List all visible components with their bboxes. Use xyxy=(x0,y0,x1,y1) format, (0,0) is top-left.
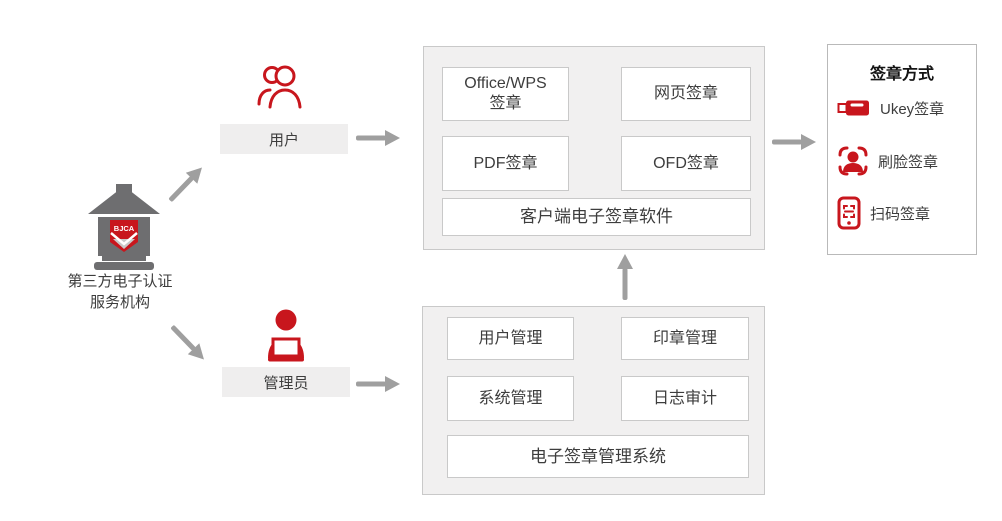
module-ofd-signing: OFD签章 xyxy=(621,136,751,191)
method-item-qr: 扫码签章 xyxy=(837,196,974,230)
right-arrow-icon xyxy=(356,130,400,146)
admin-label: 管理员 xyxy=(222,367,350,397)
face-scan-icon xyxy=(838,146,868,176)
qr-scan-icon xyxy=(837,196,861,230)
arrow-org-to-admin xyxy=(166,321,209,365)
management-panel: 用户管理 印章管理 系统管理 日志审计 电子签章管理系统 xyxy=(422,306,765,495)
client-signing-panel: Office/WPS 签章 网页签章 PDF签章 OFD签章 客户端电子签章软件 xyxy=(423,46,765,250)
module-log-audit: 日志审计 xyxy=(621,376,749,421)
users-icon xyxy=(257,65,302,109)
org-badge-text: BJCA xyxy=(114,224,135,233)
user-label: 用户 xyxy=(220,124,348,154)
method-item-face: 刷脸签章 xyxy=(837,146,974,176)
method-label: 刷脸签章 xyxy=(878,153,939,171)
method-item-ukey: Ukey签章 xyxy=(837,93,974,123)
mgmt-system-bar: 电子签章管理系统 xyxy=(447,435,749,478)
org-name: 第三方电子认证 服务机构 xyxy=(20,271,220,313)
method-label: 扫码签章 xyxy=(870,205,931,223)
admin-icon xyxy=(268,309,304,362)
arrow-client-to-methods xyxy=(772,134,816,150)
module-user-mgmt: 用户管理 xyxy=(447,317,574,360)
method-label: Ukey签章 xyxy=(880,100,945,118)
module-web-signing: 网页签章 xyxy=(621,67,751,121)
up-right-arrow-icon xyxy=(169,167,202,202)
right-arrow-icon xyxy=(356,376,400,392)
signing-methods-panel: 签章方式 Ukey签章 刷脸签章 xyxy=(827,44,977,255)
module-pdf-signing: PDF签章 xyxy=(442,136,569,191)
module-system-mgmt: 系统管理 xyxy=(447,376,574,421)
org-name-line1: 第三方电子认证 xyxy=(67,273,173,290)
signing-methods-title: 签章方式 xyxy=(869,66,934,83)
up-arrow-icon xyxy=(617,254,633,300)
arrow-org-to-user xyxy=(164,162,207,206)
ukey-icon xyxy=(837,100,869,116)
arrow-admin-to-mgmt xyxy=(356,376,400,392)
module-seal-mgmt: 印章管理 xyxy=(621,317,749,360)
arrow-user-to-client xyxy=(356,130,400,146)
module-office-wps: Office/WPS 签章 xyxy=(442,67,569,121)
right-arrow-icon xyxy=(772,134,816,150)
down-right-arrow-icon xyxy=(171,325,204,360)
client-software-bar: 客户端电子签章软件 xyxy=(442,198,751,236)
org-name-line2: 服务机构 xyxy=(89,294,150,311)
certification-authority-icon: BJCA xyxy=(88,184,160,270)
arrow-mgmt-to-client xyxy=(617,254,633,300)
